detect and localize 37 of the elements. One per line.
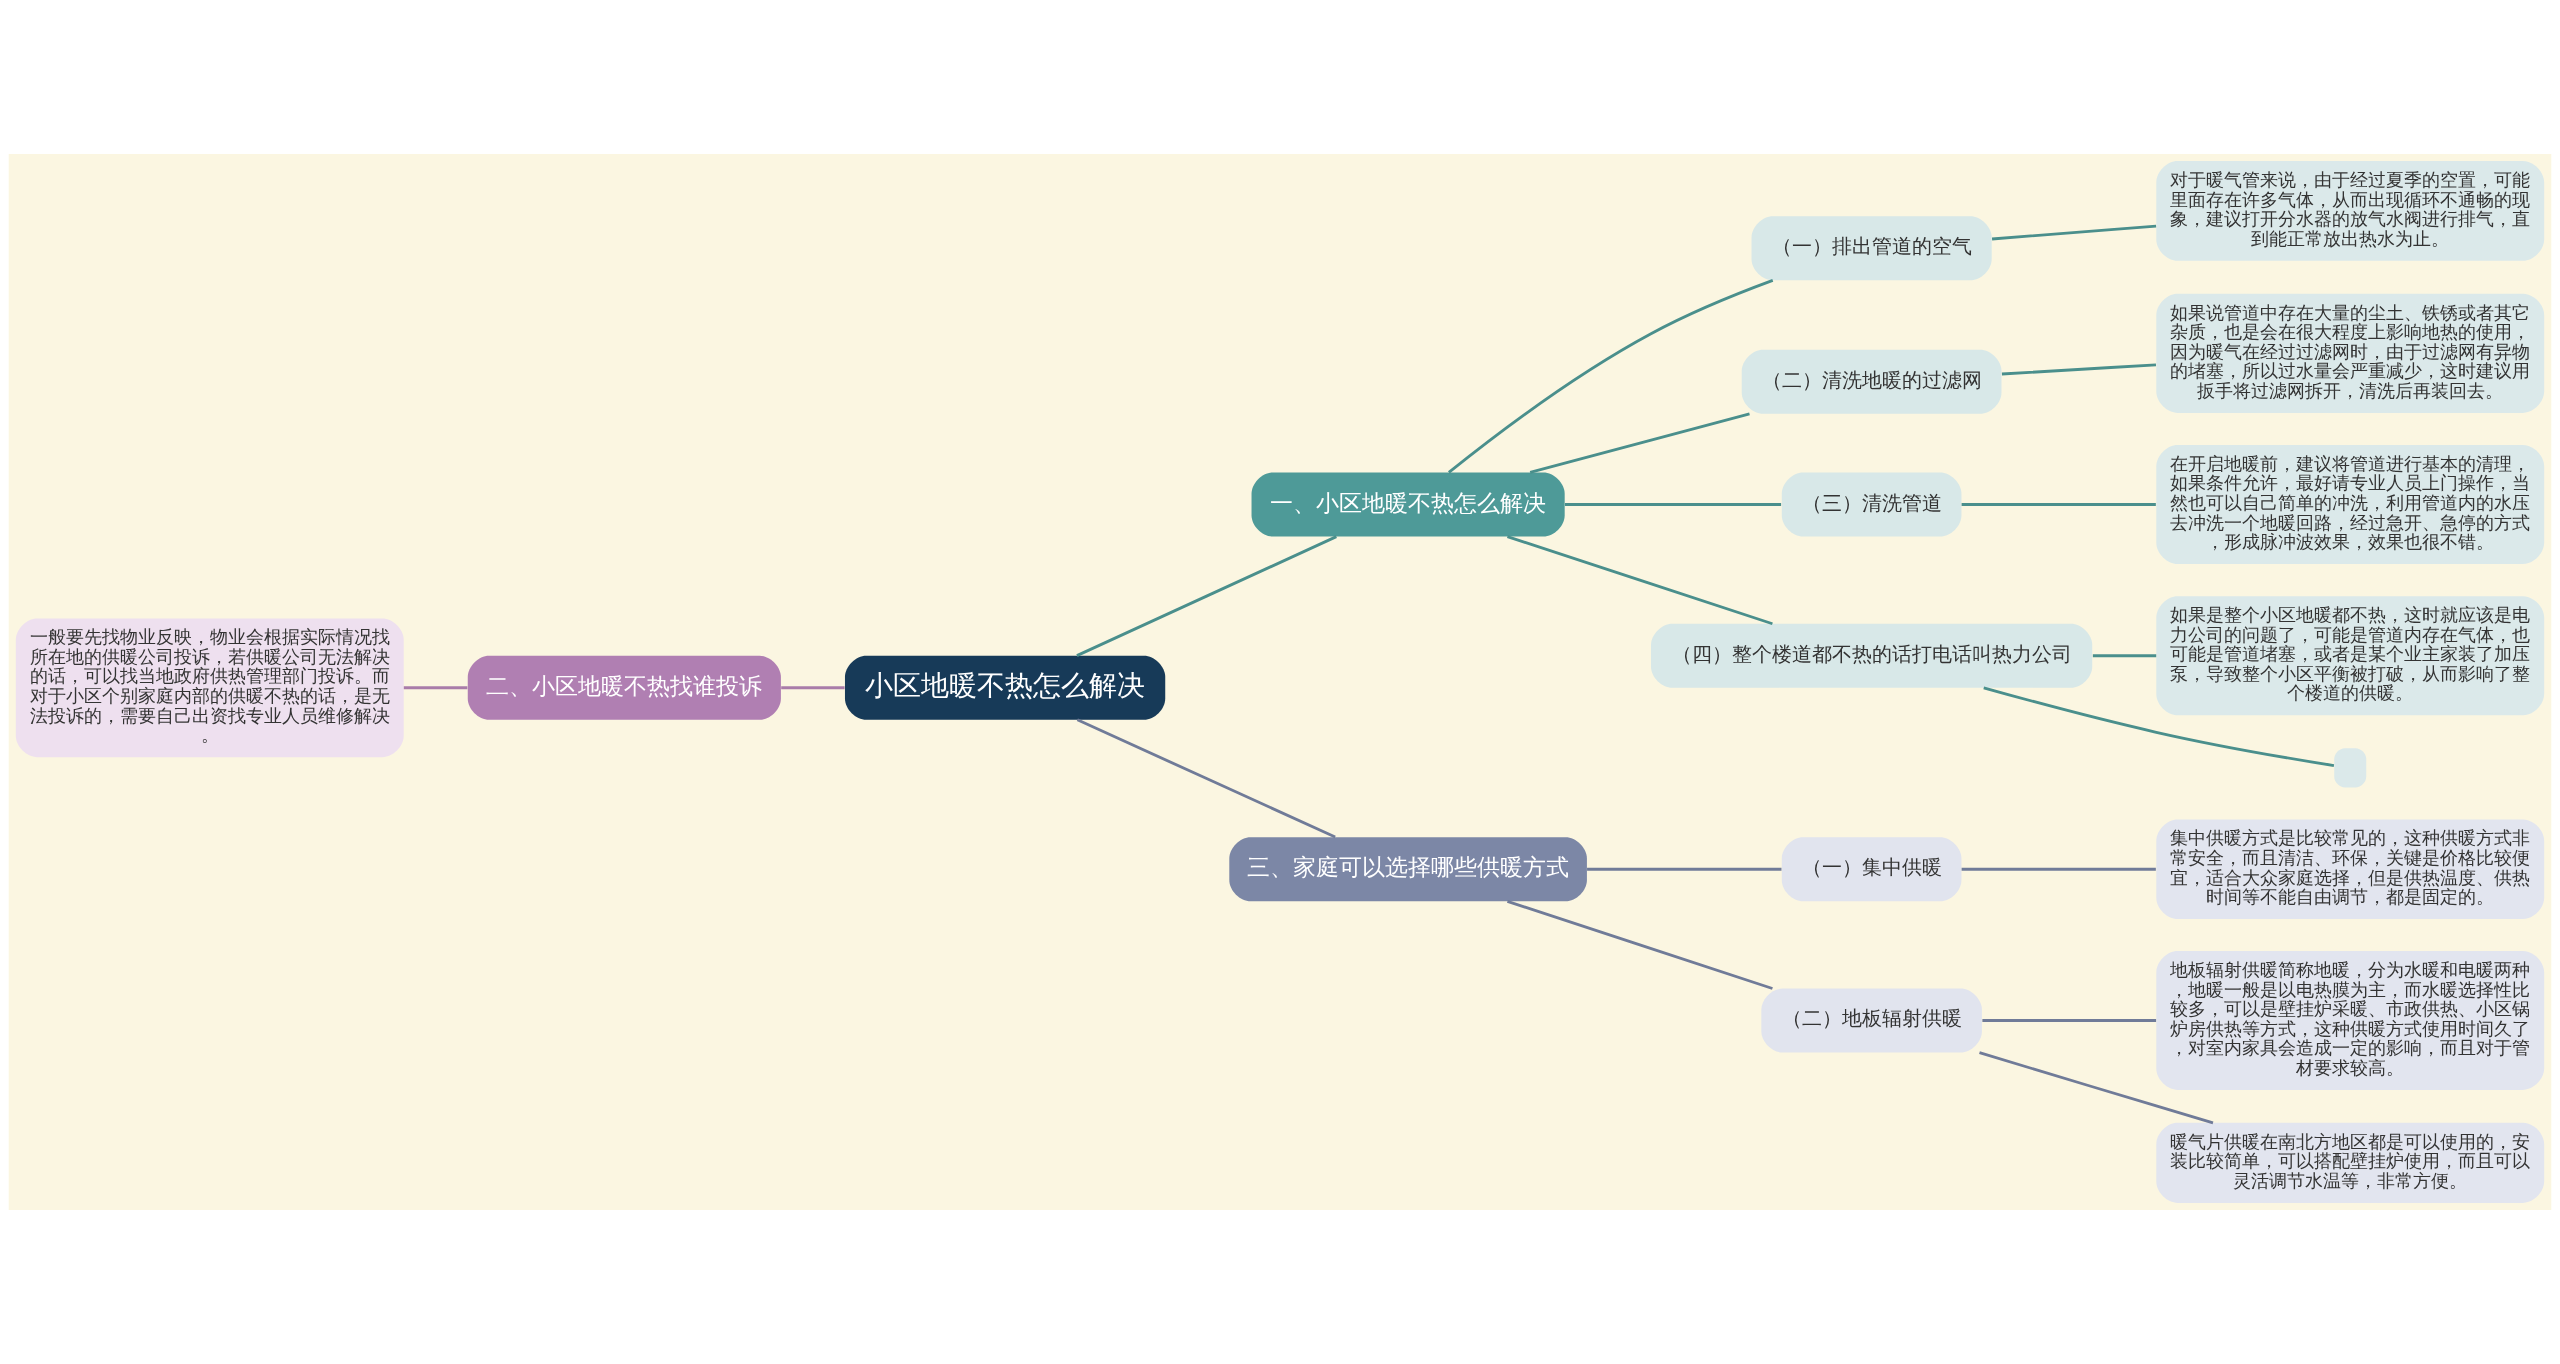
connector — [781, 686, 845, 690]
connector — [1076, 718, 1336, 839]
node-box: （二）清洗地暖的过滤网 — [1741, 349, 2002, 414]
node-box: 地板辐射供暖简称地暖，分为水暖和电暖两种，地暖一般是以电热膜为主，而水暖选择性比较多，可以是壁挂炉采暖、市政供热、小区锅炉房供热等方式，这种供暖方式使用时间久了，对室内家具会造成一定的影响，而且对于管材要求较高。 — [2156, 951, 2545, 1090]
connector — [1507, 535, 1773, 626]
connector — [1961, 503, 2156, 506]
node-box: 集中供暖方式是比较常见的，这种供暖方式非常安全，而且清洁、环保，关键是价格比较便宜，适合大众家庭选择，但是供热温度、供热时间等不能自由调节，都是固定的。 — [2156, 819, 2545, 920]
node-box: （二）地板辐射供暖 — [1761, 988, 1982, 1053]
node-box — [2334, 748, 2367, 788]
node-box: 一、小区地暖不热怎么解决 — [1251, 472, 1565, 537]
connector — [1448, 279, 1774, 474]
connector — [1507, 900, 1773, 990]
connector — [1991, 224, 2157, 241]
node-box: （一）排出管道的空气 — [1751, 216, 1992, 281]
connector — [2001, 363, 2157, 376]
node-box: 暖气片供暖在南北方地区都是可以使用的，安装比较简单，可以搭配壁挂炉使用，而且可以灵活调节水温等，非常方便。 — [2156, 1122, 2545, 1203]
node-box: （一）集中供暖 — [1781, 837, 1962, 902]
node-box: （四）整个楼道都不热的话打电话叫热力公司 — [1651, 623, 2093, 688]
node-box: 二、小区地暖不热找谁投诉 — [467, 655, 781, 720]
node-box: 一般要先找物业反映，物业会根据实际情况找所在地的供暖公司投诉，若供暖公司无法解决的话，可以找当地政府供热管理部门投诉。而对于小区个别家庭内部的供暖不热的话，是无法投诉的，需要自己出资找专业人员维修解决。 — [15, 618, 404, 758]
connector — [403, 686, 468, 690]
node-box: （三）清洗管道 — [1781, 472, 1962, 537]
connector — [1961, 867, 2156, 871]
connector — [2092, 654, 2157, 658]
connector — [1983, 686, 2335, 767]
connector — [1979, 1051, 2214, 1125]
node-box: 在开启地暖前，建议将管道进行基本的清理，如果条件允许，最好请专业人员上门操作，当然也可以自己简单的冲洗，利用管道内的水压去冲洗一个地暖回路，经过急开、急停的方式，形成脉冲波效果，效果也很不错。 — [2156, 444, 2545, 565]
connector — [1529, 412, 1750, 474]
node-box: 小区地暖不热怎么解决 — [844, 655, 1166, 720]
connector — [1076, 535, 1337, 657]
node-box: 对于暖气管来说，由于经过夏季的空置，可能里面存在许多气体，从而出现循环不通畅的现象，建议打开分水器的放气水阀进行排气，直到能正常放出热水为止。 — [2156, 161, 2545, 261]
connector — [1587, 867, 1782, 871]
node-box: 如果说管道中存在大量的尘土、铁锈或者其它杂质，也是会在很大程度上影响地热的使用，因为暖气在经过过滤网时，由于过滤网有异物的堵塞，所以过水量会严重减少，这时建议用扳手将过滤网拆开，清洗后再装回去。 — [2156, 293, 2545, 413]
node-box: 如果是整个小区地暖都不热，这时就应该是电力公司的问题了，可能是管道内存在气体，也可能是管道堵塞，或者是某个业主家装了加压泵，导致整个小区平衡被打破，从而影响了整个楼道的供暖。 — [2156, 596, 2545, 716]
node-box: 三、家庭可以选择哪些供暖方式 — [1229, 837, 1587, 902]
connector — [1564, 503, 1782, 506]
connector — [1982, 1019, 2157, 1022]
